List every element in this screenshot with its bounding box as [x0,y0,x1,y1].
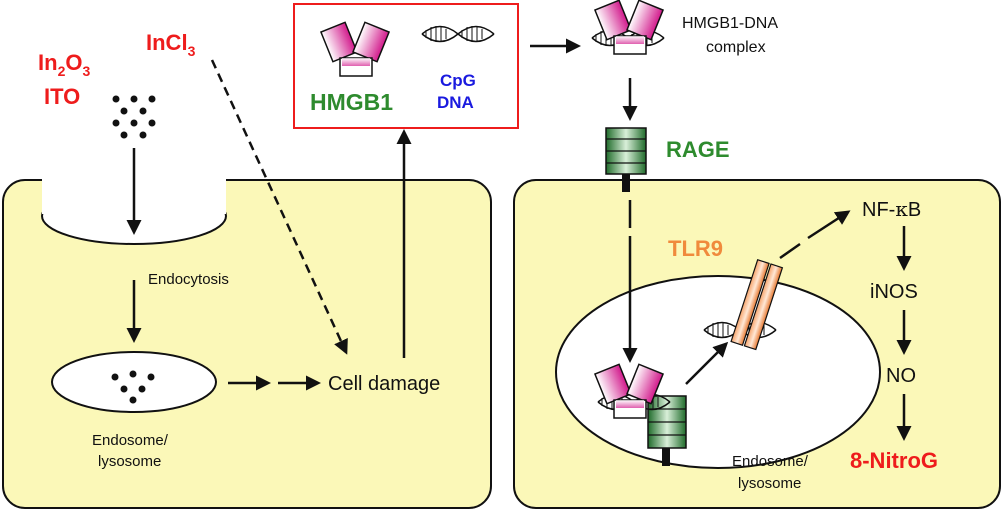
arrow-tlr9-to-nfkb [807,210,851,240]
no-label: NO [886,365,916,387]
ito-label: ITO [44,84,80,109]
hmgb1-cpg-box [293,3,519,129]
complex-label-2: complex [706,39,766,56]
cell-damage-label: Cell damage [328,373,440,395]
endosome-right [555,275,881,469]
endosome-left-label-1: Endosome/ [92,432,169,449]
in2o3-label: In2O3 [38,50,90,79]
tlr9-nfkb-seg [779,242,801,260]
rage-stem [622,174,630,192]
tlr9-receptor-icon [730,258,784,351]
rage-label: RAGE [666,137,730,162]
endosome-right-label-1: Endosome/ [732,453,809,470]
arrow-incl3-dashed [210,59,348,355]
nitrog-label: 8-NitroG [850,448,938,473]
hmgb1-label: HMGB1 [310,89,393,115]
arrow-to-tlr9 [685,341,729,385]
inos-label: iNOS [870,281,918,303]
endosome-right-label-2: lysosome [738,475,801,492]
endosome-left-label-2: lysosome [98,453,161,470]
particles-endosome [111,370,155,404]
endocytosis-label: Endocytosis [148,271,229,288]
particles-top [112,95,156,139]
left-cell [2,179,492,509]
incl3-label: InCl3 [146,30,196,59]
nfkb-label: NF-κB [862,197,921,221]
complex-hmgb1-icon [594,0,664,55]
tlr9-label: TLR9 [668,236,723,261]
complex-label-1: HMGB1-DNA [682,15,778,32]
endosome-left [51,351,217,413]
dna-label-text: DNA [437,93,474,112]
cpg-label: CpG [440,71,476,90]
